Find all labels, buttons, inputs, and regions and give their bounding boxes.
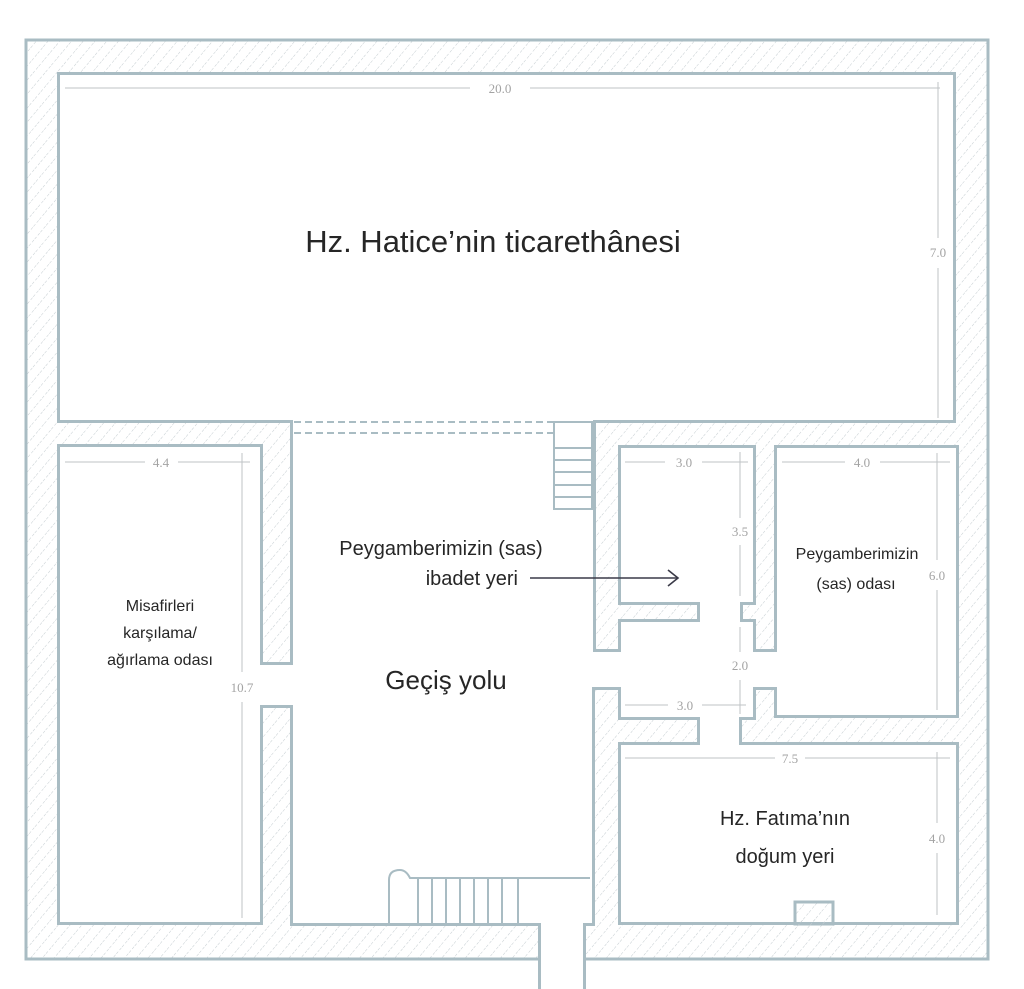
label-worship-line1: Peygamberimizin (sas) [339,538,542,560]
label-fatima-line2: doğum yeri [736,846,835,868]
dim-fatima-width: 7.5 [782,751,798,766]
label-prophet-room-line1: Peygamberimizin [796,546,919,563]
label-prophet-room-line2: (sas) odası [816,576,895,593]
dim-prophet-depth: 6.0 [929,568,945,583]
dim-fatima-depth: 4.0 [929,831,945,846]
dim-guest-depth: 10.7 [231,680,254,695]
lower-stairs [388,868,590,923]
label-guest-line2: karşılama/ [123,625,197,642]
dim-trade-width: 20.0 [489,81,512,96]
dim-passage-length: 3.0 [677,698,693,713]
dim-prophet-width: 4.0 [854,455,870,470]
upper-stairs [553,421,593,510]
label-guest-line1: Misafirleri [126,598,194,615]
label-fatima-line1: Hz. Fatıma’nın [720,808,850,830]
label-corridor: Geçiş yolu [385,665,506,695]
dim-worship-depth: 3.5 [732,524,748,539]
label-guest-line3: ağırlama odası [107,652,213,669]
dim-passage-width: 2.0 [732,658,748,673]
label-trade-house: Hz. Hatice’nin ticarethânesi [305,224,681,259]
dim-guest-width: 4.4 [153,455,170,470]
dim-trade-depth: 7.0 [930,245,946,260]
dimension-lines [65,82,950,918]
dim-worship-width: 3.0 [676,455,692,470]
arrow-icon [530,569,680,587]
dashed-opening [294,421,553,434]
label-worship-line2: ibadet yeri [426,568,518,590]
